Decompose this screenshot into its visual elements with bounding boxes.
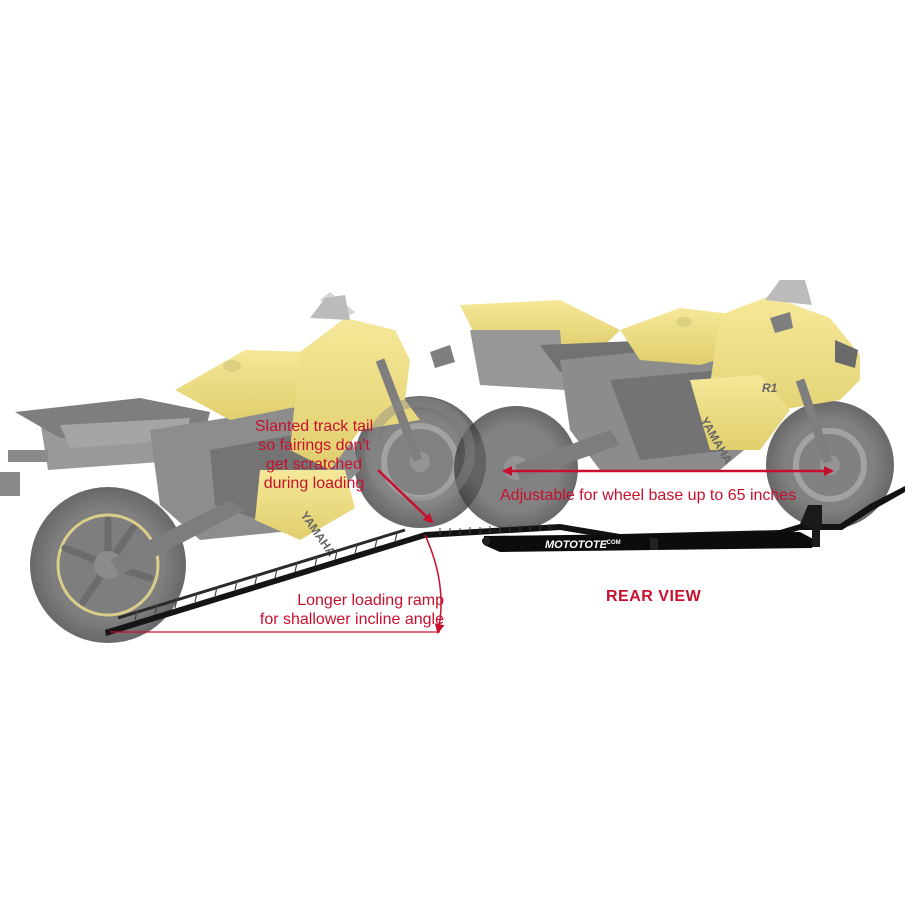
slanted-track-tail-caption: Slanted track tail so fairings don't get… [254,418,374,492]
view-caption: REAR VIEW [606,588,702,605]
slanted-tail-arrow [377,469,434,524]
loading-ramp-caption: Longer loading ramp for shallower inclin… [259,592,444,628]
motorcycle-loading: YAMAHA [0,292,486,643]
bike-model-decal: R1 [762,381,778,395]
carrier-brand-suffix: .COM [605,540,621,546]
motorcycle-carrier: MOTOTOTE .COM [105,486,905,636]
motorcycle-loaded: YAMAHA R1 [454,280,894,530]
loading-ramp [105,528,425,636]
incline-angle-indicator [110,534,445,634]
carrier-brand-logo: MOTOTOTE [545,539,608,551]
carrier-track: MOTOTOTE .COM [425,486,905,552]
ghost-wheel-outline [365,397,475,507]
wheel-base-caption: Adjustable for wheel base up to 65 inche… [500,487,797,504]
